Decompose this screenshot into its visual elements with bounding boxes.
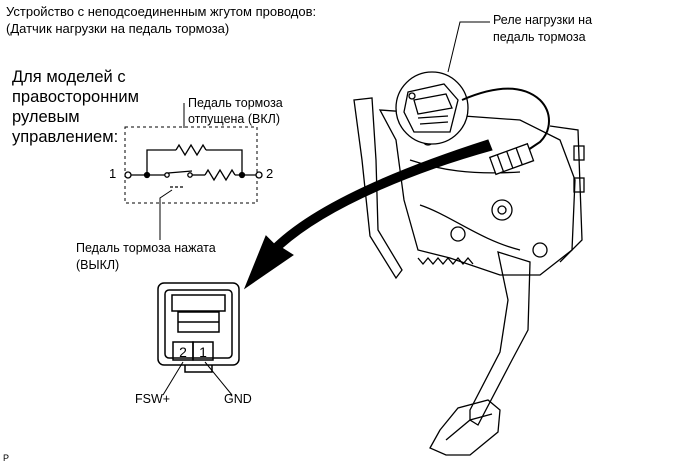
models-label-line-4: управлением: [12,128,119,146]
harness-connector-plug [488,142,535,176]
lower-bolt [450,226,466,242]
pin-2-number: 2 [179,344,187,360]
switch-contact-right [187,172,193,178]
terminal-2-label: 2 [266,166,274,181]
header-line-2: (Датчик нагрузки на педаль тормоза) [6,21,230,36]
pedal-bracket-left [353,97,403,280]
bracket-flange-right [549,125,583,263]
terminal-1-label: 1 [109,166,117,181]
series-resistor [204,168,236,182]
relay-leader-line [447,21,490,73]
signal-gnd-label: GND [224,392,252,406]
upper-resistor [175,143,207,157]
schematic-dashed-box [124,126,258,204]
terminal-1-circle [124,171,132,179]
relay-harness-wire [461,87,550,151]
models-label-line-3: рулевым [12,108,80,126]
pedal-pad [429,399,501,456]
bracket-mount-top [573,145,585,161]
relay-label-line-2: педаль тормоза [493,30,586,44]
models-label-line-1: Для моделей с [12,68,126,86]
relay-label-line-1: Реле нагрузки на [493,13,593,27]
relay-body [403,83,459,133]
pressed-label-line-2: (ВЫКЛ) [76,258,120,272]
bracket-mount-bottom [573,177,585,193]
switch-blade [167,170,193,174]
pressed-label-line-1: Педаль тормоза нажата [76,241,216,255]
header-line-1: Устройство с неподсоединенным жгутом про… [6,4,317,19]
pivot-bolt [491,199,513,221]
signal-fsw-label: FSW+ [135,392,171,406]
connector-outer-shell [157,282,240,366]
pedal-bracket-plate [378,109,576,276]
switch-contact-left [164,172,170,178]
connector-latch [171,294,226,312]
figure-code: P [3,453,10,463]
fsw-lead-line [162,361,184,396]
pressed-leader-line [159,189,173,240]
switch-schematic [124,126,263,204]
leader-lines [159,21,490,240]
relay-detail-circle [395,71,469,145]
pin-1-cell [192,341,214,361]
gnd-lead-line [204,361,233,396]
connector-face [157,282,240,396]
terminal-2-circle [255,171,263,179]
load-relay [395,71,550,176]
pointer-arrow [243,139,493,290]
released-label-line-2: отпущена (ВКЛ) [188,112,280,126]
connector-inner-shell [164,289,233,359]
models-label-line-2: правосторонним [12,88,139,106]
pin-1-number: 1 [199,344,207,360]
released-label-line-1: Педаль тормоза [188,96,283,110]
return-spring [417,256,474,266]
rear-bolt [532,242,548,258]
pedal-arm [469,251,531,426]
